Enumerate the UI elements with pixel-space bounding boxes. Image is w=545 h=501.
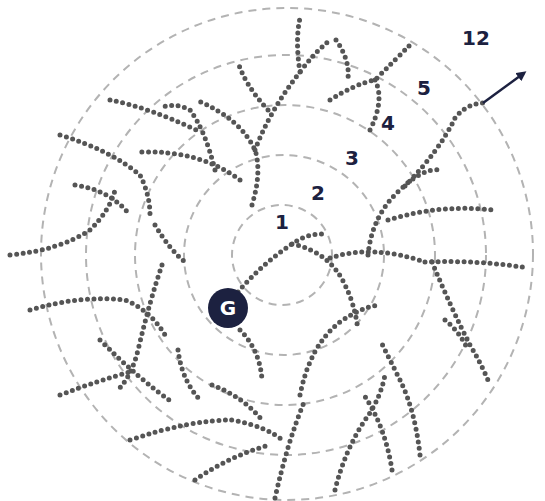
range-ring bbox=[135, 105, 435, 405]
ring-number: 5 bbox=[417, 78, 431, 98]
outward-arrow bbox=[483, 73, 524, 103]
range-rings bbox=[41, 8, 533, 500]
ring-number: 4 bbox=[381, 113, 395, 133]
origin-node: G bbox=[208, 288, 248, 328]
range-ring bbox=[184, 155, 384, 355]
ring-number: 1 bbox=[275, 212, 289, 232]
node-text: G bbox=[220, 298, 236, 318]
ring-number: 3 bbox=[345, 148, 359, 168]
ring-number: 12 bbox=[462, 28, 490, 48]
range-ring bbox=[41, 8, 533, 500]
range-ring bbox=[86, 55, 486, 455]
origin-circle bbox=[208, 288, 248, 328]
dotted-branches bbox=[10, 18, 528, 498]
ring-number: 2 bbox=[311, 183, 325, 203]
